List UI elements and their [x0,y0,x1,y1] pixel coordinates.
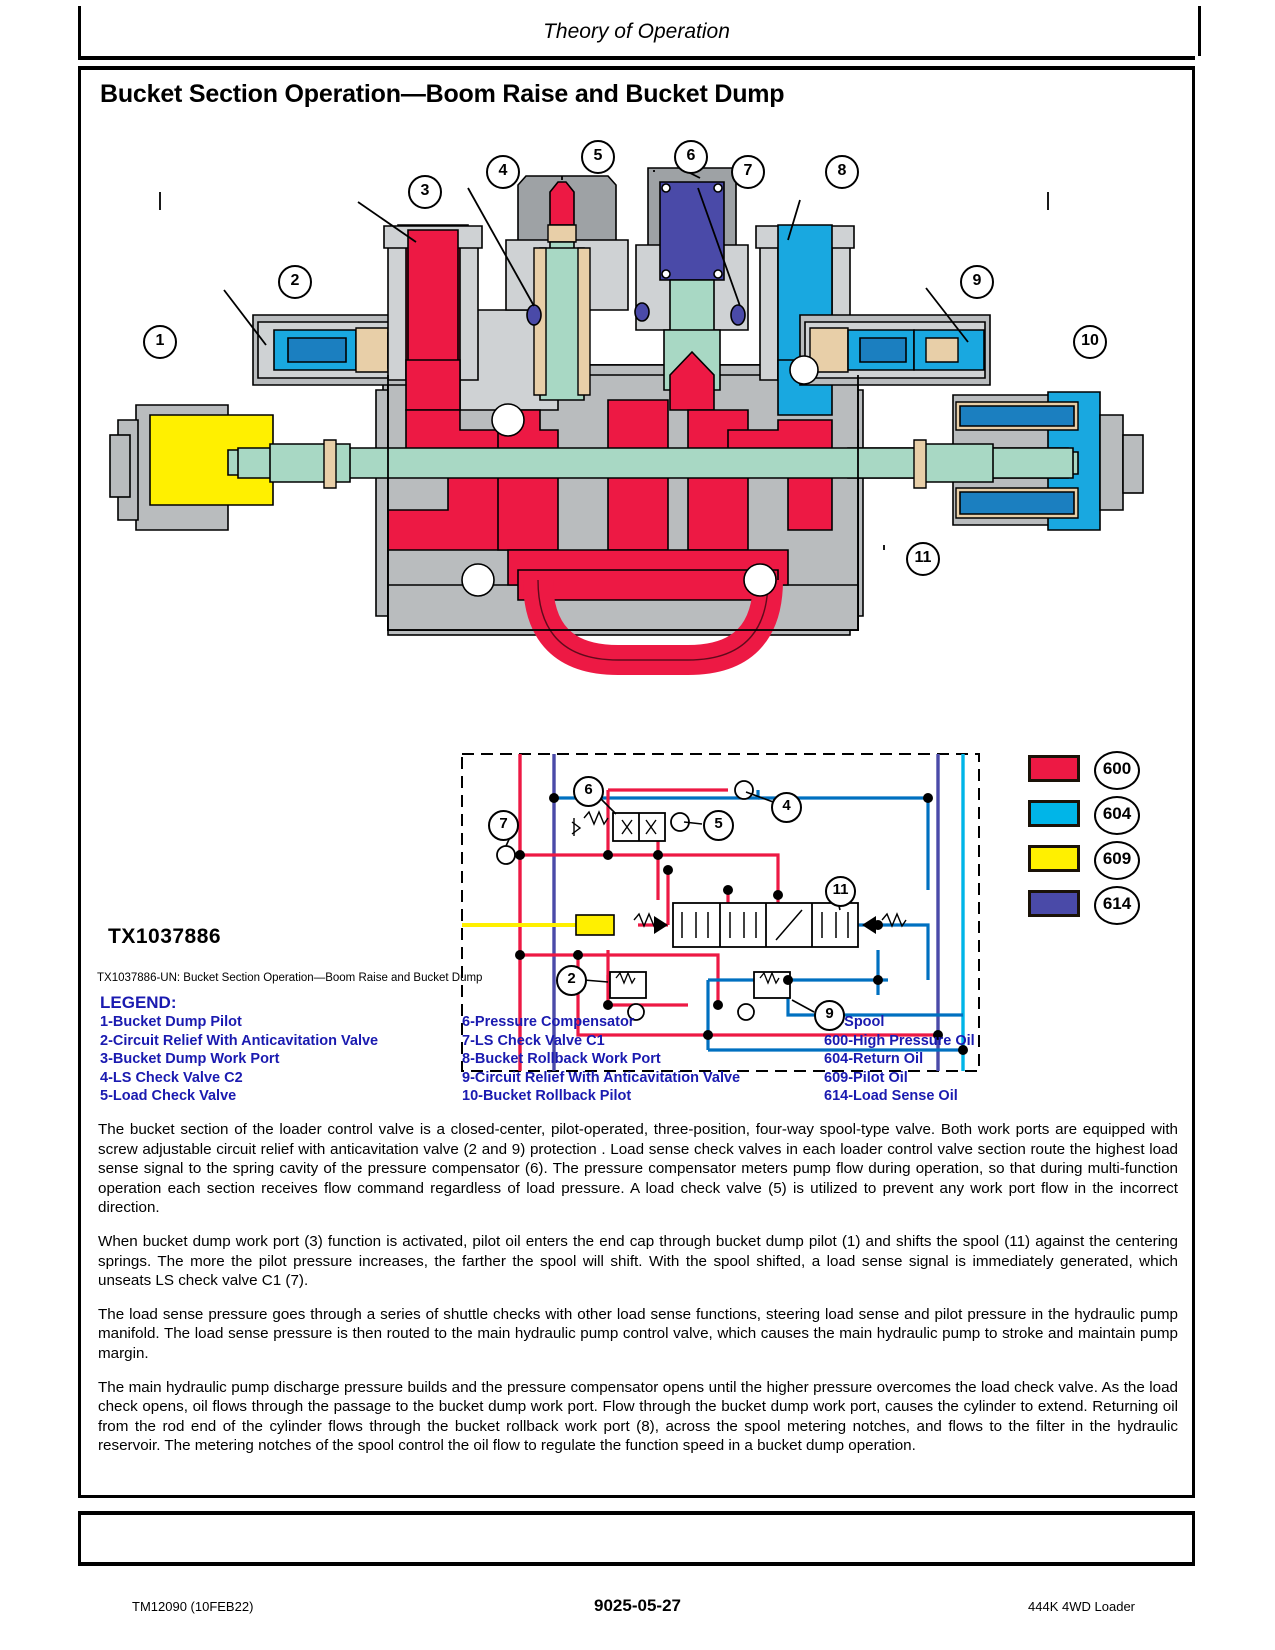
legend-column-2: 6-Pressure Compensator 7-LS Check Valve … [462,1013,822,1106]
paragraph-1: The bucket section of the loader control… [98,1121,1178,1217]
callout-8[interactable]: 8 [825,155,859,189]
color-code-604: 604 [1094,796,1140,835]
color-legend-row-614: 614 [1028,886,1198,935]
legend-item-609: 609-Pilot Oil [824,1069,908,1086]
figure-caption: TX1037886-UN: Bucket Section Operation—B… [97,972,483,984]
figure-bucket-section-operation: .gry{fill:#b9bcbe;stroke:#000;stroke-wid… [88,130,1188,1072]
color-legend-row-600: 600 [1028,751,1198,800]
color-legend-row-609: 609 [1028,841,1198,890]
callout-5[interactable]: 5 [581,140,615,174]
legend-item-5: 5-Load Check Valve [100,1088,237,1105]
color-legend: 600 604 609 614 [1028,751,1198,935]
legend-item-3: 3-Bucket Dump Work Port [100,1051,280,1068]
body-text: The bucket section of the loader control… [98,1120,1178,1470]
legend-item-6: 6-Pressure Compensator [462,1014,635,1030]
schematic-callout-11[interactable]: 11 [825,876,856,907]
header-rule [78,56,1195,60]
callout-9[interactable]: 9 [960,265,994,299]
footer-rule-bottom [78,1562,1195,1566]
schematic-callout-7[interactable]: 7 [488,810,519,841]
page-title: Bucket Section Operation—Boom Raise and … [100,80,785,108]
hydraulic-schematic: 6 7 5 4 11 2 9 [458,750,983,1075]
paragraph-4: The main hydraulic pump discharge pressu… [98,1378,1178,1455]
color-code-614: 614 [1094,886,1140,925]
legend-item-10: 10-Bucket Rollback Pilot [462,1088,632,1105]
legend-item-4: 4-LS Check Valve C2 [100,1069,243,1086]
legend-item-1: 1-Bucket Dump Pilot [100,1014,242,1030]
schematic-callout-5[interactable]: 5 [703,810,734,841]
schematic-callout-6[interactable]: 6 [573,776,604,807]
callout-7[interactable]: 7 [731,155,765,189]
color-swatch-high-pressure-oil [1028,755,1080,782]
schematic-callout-4[interactable]: 4 [771,792,802,823]
figure-id-label: TX1037886 [108,925,222,948]
callout-1[interactable]: 1 [143,325,177,359]
legend-item-604: 604-Return Oil [824,1051,924,1068]
legend-item-11: 11-Spool [824,1014,885,1030]
color-swatch-return-oil [1028,800,1080,827]
color-code-600: 600 [1094,751,1140,790]
color-code-609: 609 [1094,841,1140,880]
color-legend-row-604: 604 [1028,796,1198,845]
legend-item-2: 2-Circuit Relief With Anticavitation Val… [100,1032,379,1049]
running-title: Theory of Operation [543,20,730,43]
paragraph-3: The load sense pressure goes through a s… [98,1305,1178,1362]
color-swatch-load-sense-oil [1028,890,1080,917]
legend-item-7: 7-LS Check Valve C1 [462,1032,605,1049]
content-frame [78,66,1195,1498]
paragraph-2: When bucket dump work port (3) function … [98,1232,1178,1290]
legend-heading: LEGEND: [100,993,177,1012]
callout-3[interactable]: 3 [408,175,442,209]
legend-column-3: 11-Spool 600-High Pressure Oil 604-Retur… [824,1013,1104,1106]
callout-6[interactable]: 6 [674,140,708,174]
callout-2[interactable]: 2 [278,265,312,299]
footer-machine-model: 444K 4WD Loader [1028,1599,1135,1614]
legend-item-8: 8-Bucket Rollback Work Port [462,1051,661,1068]
footer-page-number: 9025-05-27 [594,1596,681,1615]
header-box [78,6,1201,56]
callout-10[interactable]: 10 [1073,325,1107,359]
legend-column-1: 1-Bucket Dump Pilot 2-Circuit Relief Wit… [100,1013,460,1106]
schematic-callout-2[interactable]: 2 [556,965,587,996]
legend-item-9: 9-Circuit Relief With Anticavitation Val… [462,1069,741,1086]
footer-box [78,1511,1195,1566]
footer-rule-top [78,1511,1195,1515]
schematic-callout-9[interactable]: 9 [814,1000,845,1031]
legend-item-614: 614-Load Sense Oil [824,1088,958,1105]
legend-item-600: 600-High Pressure Oil [824,1032,975,1049]
callout-11[interactable]: 11 [906,542,940,576]
color-swatch-pilot-oil [1028,845,1080,872]
callout-4[interactable]: 4 [486,155,520,189]
footer-manual-number: TM12090 (10FEB22) [132,1599,254,1614]
